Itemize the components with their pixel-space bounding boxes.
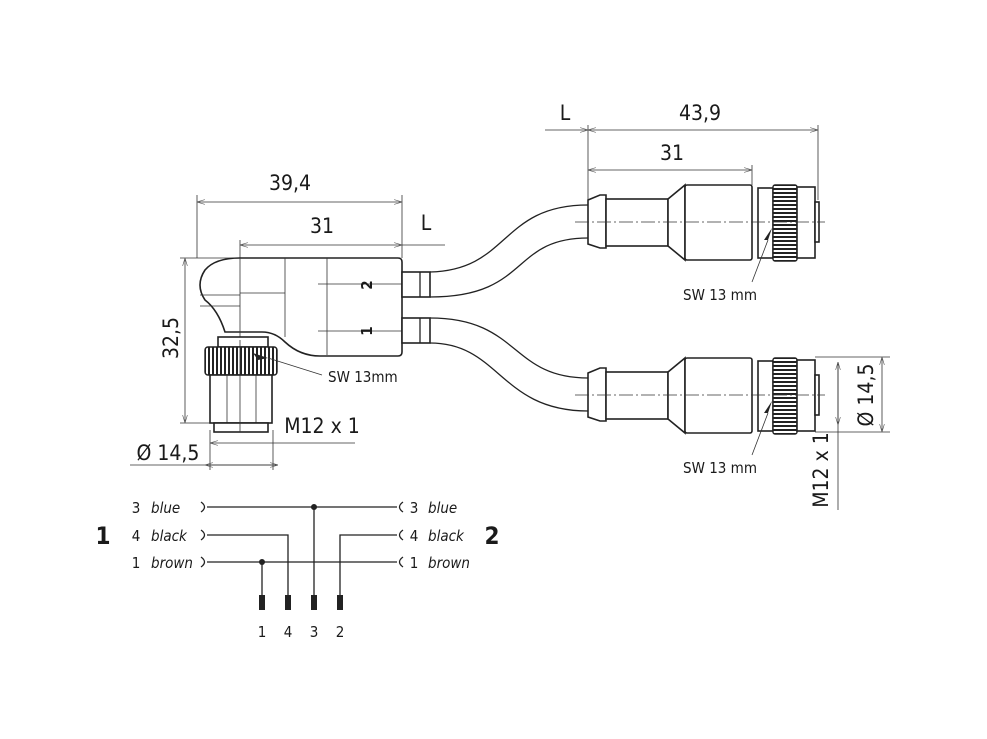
pin-contact	[311, 595, 317, 610]
left-wire-color: blue	[151, 499, 180, 517]
pin-contact	[259, 595, 265, 610]
left-angled-connector: 39,4 31 L 32,5 Ø 14,5 M12 x 1 2 1	[130, 171, 445, 470]
left-wire-color: brown	[151, 554, 193, 572]
bottom-pin-label: 2	[336, 623, 345, 641]
right-pin-number: 4	[410, 527, 419, 545]
pin-contact	[337, 595, 343, 610]
dim-body-length: 31	[310, 214, 334, 238]
left-wire-color: black	[151, 527, 188, 545]
thread-size: M12 x 1	[284, 414, 360, 438]
right-pin-number: 3	[410, 499, 419, 517]
bottom-pin-label: 4	[284, 623, 293, 641]
bottom-pin-label: 3	[310, 623, 319, 641]
bottom-wrench-size: SW 13 mm	[683, 459, 757, 477]
right-dim-diameter: Ø 14,5	[854, 364, 878, 427]
right-pin-number: 1	[410, 554, 419, 572]
top-wrench-size: SW 13 mm	[683, 286, 757, 304]
dim-cable-length: L	[421, 211, 432, 235]
dim-height: 32,5	[159, 317, 183, 359]
right-connector-bottom: SW 13 mm	[575, 356, 825, 477]
leg-label-1: 1	[358, 326, 376, 335]
pin-contact	[285, 595, 291, 610]
side-label-2: 2	[484, 522, 499, 550]
left-pin-number: 4	[132, 527, 141, 545]
right-dim-overall-length: 43,9	[679, 101, 721, 125]
right-dimensions: L 43,9 31 Ø 14,5 M12 x 1	[545, 101, 890, 510]
leg-label-2: 2	[358, 280, 376, 289]
cables	[429, 204, 589, 412]
left-dimensions: 39,4 31 L 32,5 Ø 14,5 M12 x 1	[130, 171, 445, 470]
right-dim-body-length: 31	[660, 141, 684, 165]
left-pin-number: 1	[132, 554, 141, 572]
right-wire-color: black	[428, 527, 465, 545]
right-dim-cable-length: L	[560, 101, 571, 125]
right-wire-color: blue	[428, 499, 457, 517]
right-wire-color: brown	[428, 554, 470, 572]
dim-overall-length: 39,4	[269, 171, 311, 195]
bottom-pin-label: 1	[258, 623, 267, 641]
side-label-1: 1	[95, 522, 110, 550]
left-pin-number: 3	[132, 499, 141, 517]
right-thread-size: M12 x 1	[809, 432, 833, 508]
left-wrench-size: SW 13mm	[328, 368, 398, 386]
knurled-nut	[204, 346, 278, 376]
dim-diameter: Ø 14,5	[137, 441, 200, 465]
right-connector-top: SW 13 mm	[575, 183, 825, 304]
wiring-diagram: 1 2 3 blue 4 black 1 brown 3 blue 4 blac…	[95, 499, 499, 641]
